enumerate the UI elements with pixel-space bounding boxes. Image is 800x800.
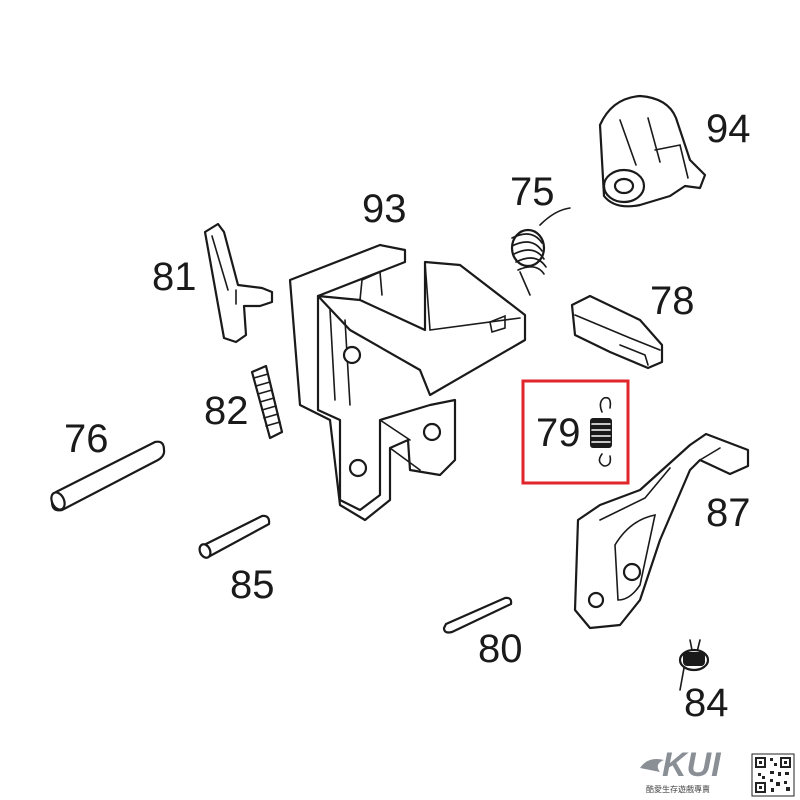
label-81: 81 (152, 255, 197, 299)
kui-tagline: 酷愛生存遊戲專賣 (646, 784, 710, 794)
kui-swirl-icon (640, 759, 664, 772)
label-75: 75 (510, 170, 555, 214)
label-87: 87 (706, 491, 751, 535)
qr-code-icon (751, 753, 795, 797)
part-80-pin (442, 596, 513, 634)
part-79-spring (590, 396, 612, 467)
kui-logo: KUI 酷愛生存遊戲專賣 (640, 746, 722, 794)
label-76: 76 (64, 417, 109, 461)
label-80: 80 (478, 627, 523, 671)
part-75-spring (510, 207, 571, 296)
label-84: 84 (684, 681, 729, 725)
part-85-pin (198, 514, 271, 559)
part-76-pin (50, 440, 166, 512)
highlight-box-79 (521, 379, 630, 485)
label-93: 93 (362, 187, 407, 231)
label-85: 85 (230, 563, 275, 607)
part-78-block (570, 294, 664, 370)
part-82-spring (250, 364, 284, 440)
label-78: 78 (650, 279, 695, 323)
part-81-lever (203, 222, 274, 344)
part-94-hammer (598, 94, 707, 208)
kui-brand: KUI (662, 746, 722, 784)
label-79: 79 (536, 411, 581, 455)
label-94: 94 (706, 107, 751, 151)
part-93-housing (288, 243, 527, 522)
part-87-trigger-bar (573, 432, 750, 630)
part-84-spring (678, 639, 710, 691)
label-82: 82 (204, 389, 249, 433)
